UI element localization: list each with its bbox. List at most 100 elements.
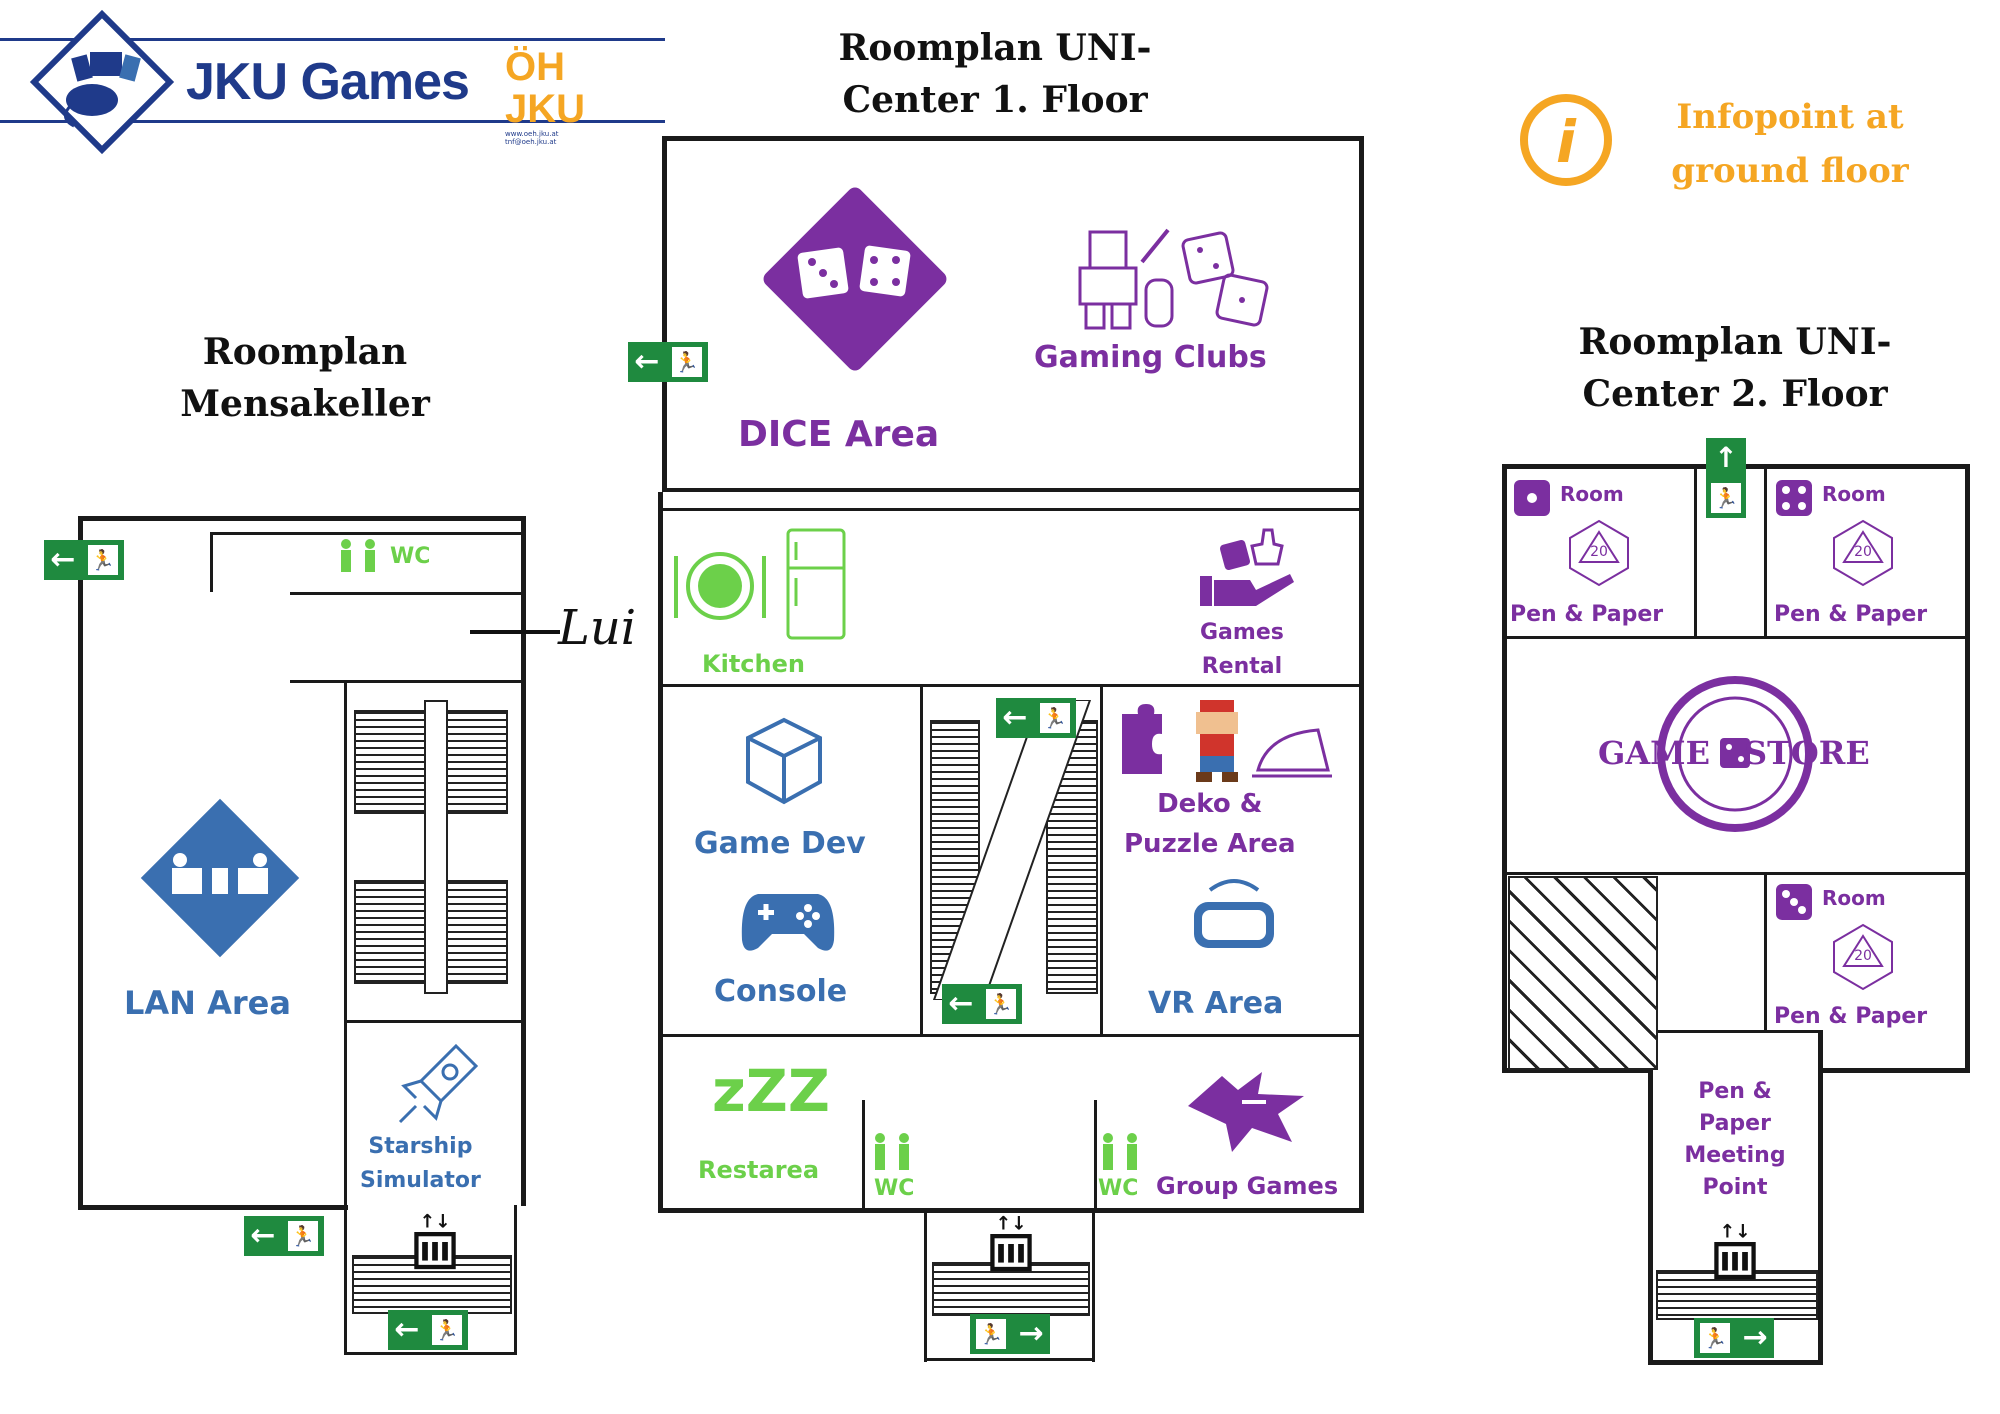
running-man-icon: 🏃 [431, 1315, 462, 1345]
f1-rest-right [862, 1100, 865, 1210]
f1-exit-sign-stair-bottom: ← 🏃 [942, 984, 1022, 1024]
game-dev-label: Game Dev [694, 826, 866, 861]
f1-wall-top [662, 136, 1364, 141]
game-store-logo-icon [1657, 676, 1813, 832]
oeh-jku-logo: ÖH JKU www.oeh.jku.at tnf@oeh.jku.at [505, 46, 625, 146]
header-logo-bar: JKU Games ÖH JKU www.oeh.jku.at tnf@oeh.… [0, 9, 665, 155]
f2-exit-sign-annex: 🏃 → [1694, 1318, 1774, 1358]
running-man-icon: 🏃 [671, 347, 702, 377]
f2-corridor-left [1694, 464, 1697, 638]
svg-text:↑↓: ↑↓ [995, 1214, 1026, 1235]
mensa-corridor-bottom [290, 680, 522, 683]
f2-annex-bottom [1648, 1360, 1823, 1365]
gaming-clubs-icon [1078, 228, 1269, 330]
floor2-title-line2: Center 2. Floor [1582, 373, 1888, 415]
rocket-icon [398, 1043, 479, 1124]
svg-text:↑↓: ↑↓ [1719, 1222, 1750, 1243]
arrow-left-icon: ← [948, 986, 974, 1021]
svg-text:↑↓: ↑↓ [419, 1212, 450, 1233]
oeh-jku-logo-text: ÖH JKU [505, 45, 586, 131]
running-man-icon: 🏃 [1711, 482, 1741, 513]
puzzle-piece-icon [1122, 704, 1162, 774]
f1-wc-right-icon [1103, 1133, 1137, 1170]
f1-wc-left-icon [875, 1133, 909, 1170]
games-rental-line1: Games [1200, 620, 1284, 645]
starship-label: Starship Simulator [360, 1130, 481, 1198]
header-rule-bottom [0, 120, 665, 123]
f2-corridor-right [1764, 464, 1767, 638]
f2-wall-left [1502, 464, 1507, 1072]
f2-store-bottom [1502, 872, 1970, 875]
f2-room3-left [1764, 872, 1767, 1032]
f1-group-left [1094, 1100, 1097, 1210]
f1-kitchen-bottom [658, 684, 1364, 687]
plate-cutlery-icon [674, 552, 766, 620]
mensa-exit-sign-top: ← 🏃 [44, 540, 124, 580]
f2-wall-bottom-right [1818, 1068, 1970, 1073]
f1-annex-bottom [924, 1358, 1095, 1361]
games-rental-label: Games Rental [1200, 616, 1284, 684]
header-rule-top [0, 38, 665, 41]
room3-d20-icon: 20 [1833, 923, 1893, 991]
game-store-left-label: GAME [1598, 734, 1710, 772]
vr-area-label: VR Area [1148, 986, 1284, 1021]
f2-rooms-bottom [1502, 636, 1970, 639]
mensa-handwriting-arrow [470, 630, 560, 634]
arrow-up-icon: ↑ [1714, 440, 1738, 474]
f1-exit-sign-stair-top: ← 🏃 [996, 698, 1076, 738]
running-man-icon: 🏃 [1039, 703, 1070, 733]
f1-stair-ramp [932, 700, 1092, 1000]
lan-area-label: LAN Area [124, 984, 291, 1022]
room2-dice-icon [1776, 480, 1812, 516]
mensa-landing [424, 700, 448, 994]
running-man-icon: 🏃 [87, 545, 118, 575]
running-man-icon: 🏃 [976, 1319, 1007, 1349]
mensa-wc-top [210, 532, 522, 535]
room1-d20-icon: 20 [1569, 519, 1629, 587]
vr-headset-icon [1194, 879, 1274, 948]
kitchen-label: Kitchen [702, 650, 805, 678]
running-man-icon: 🏃 [1700, 1323, 1731, 1353]
mensa-wall-right [521, 516, 526, 1206]
arrow-left-icon: ← [394, 1312, 420, 1347]
f2-wall-right [1965, 464, 1970, 1072]
room1-pp-label: Pen & Paper [1510, 602, 1664, 627]
f2-annex-left [1648, 1030, 1653, 1364]
lan-diamond-icon [135, 793, 305, 963]
floor2-title: Roomplan UNI- Center 2. Floor [1545, 316, 1925, 420]
mensa-wc-icon [341, 539, 375, 572]
f2-elevator-icon: ↑↓ [1714, 1222, 1756, 1280]
mensa-wc-left [210, 532, 213, 592]
restarea-label: Restarea [698, 1156, 820, 1184]
f2-exit-sign-top: ↑ 🏃 [1706, 438, 1746, 518]
arrow-left-icon: ← [250, 1218, 276, 1253]
room2-label: Room [1822, 482, 1886, 506]
f1-exit-sign-dice: ← 🏃 [628, 342, 708, 382]
meeting-line3: Meeting [1684, 1143, 1786, 1168]
mensa-elevator-icon: ↑↓ [414, 1212, 456, 1270]
mensa-wall-top [78, 516, 526, 521]
oeh-web: www.oeh.jku.at [505, 130, 559, 138]
f1-stair-right [1100, 684, 1103, 1034]
iron-icon [1252, 728, 1332, 778]
room3-label: Room [1822, 886, 1886, 910]
infopoint-line1: Infopoint at [1676, 97, 1904, 137]
infopoint-line2: ground floor [1671, 151, 1909, 191]
f2-hatched-area [1508, 876, 1658, 1070]
f1-wall-bottom [658, 1208, 1364, 1213]
f1-wall-left-upper [662, 136, 667, 492]
arrow-left-icon: ← [1002, 700, 1028, 735]
f1-annex-right [1092, 1208, 1095, 1362]
gamepad-icon [741, 894, 835, 951]
f1-wall-right [1359, 136, 1364, 1212]
meeting-line2: Paper [1699, 1111, 1771, 1136]
group-games-label: Group Games [1156, 1172, 1339, 1200]
games-rental-icon [1200, 528, 1294, 606]
wolf-logo-icon [1188, 1072, 1304, 1152]
mensa-title-line2: Mensakeller [180, 383, 430, 425]
restarea-zzz-icon: zZZ [712, 1057, 830, 1125]
f2-annex-right [1818, 1030, 1823, 1364]
room2-d20-icon: 20 [1833, 519, 1893, 587]
f1-wall-left [658, 492, 663, 1212]
mensa-stair-bottom [344, 1020, 524, 1023]
